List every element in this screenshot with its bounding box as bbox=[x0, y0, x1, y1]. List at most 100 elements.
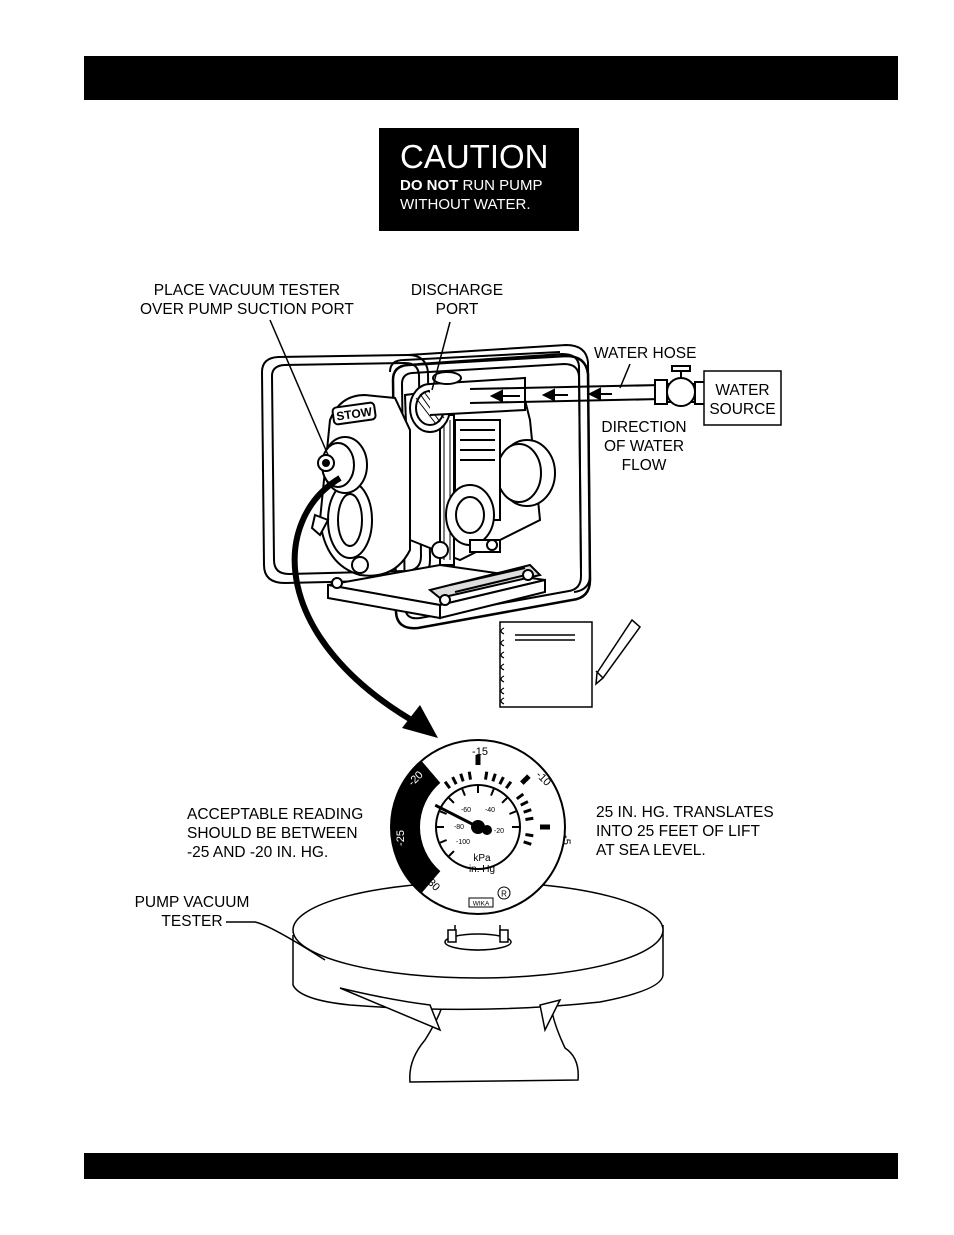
gauge-hub bbox=[471, 820, 485, 834]
water-source-label: WATER SOURCE bbox=[704, 381, 781, 419]
caution-line-1-rest: RUN PUMP bbox=[458, 177, 543, 194]
pump-base bbox=[327, 563, 546, 620]
water-source-box bbox=[703, 370, 782, 426]
tester-leader bbox=[226, 921, 326, 961]
gauge-inner-tick bbox=[448, 797, 455, 804]
gauge-tick bbox=[451, 776, 458, 785]
gauge-tick bbox=[484, 771, 489, 780]
gauge-tick bbox=[443, 780, 451, 790]
gauge-maker: WIKA bbox=[473, 901, 490, 908]
gauge-tick bbox=[427, 847, 436, 854]
gauge-label--25: -25 bbox=[395, 830, 407, 846]
registered-mark bbox=[497, 886, 511, 900]
gauge-label--5: -5 bbox=[560, 835, 572, 845]
registered-letter: R bbox=[501, 890, 507, 899]
lift-label-2: INTO 25 FEET OF LIFT bbox=[596, 823, 760, 840]
water-source-label-1: WATER bbox=[715, 382, 770, 399]
gauge-tick bbox=[525, 816, 534, 821]
gauge-tick bbox=[515, 792, 525, 800]
gauge-tick bbox=[467, 771, 472, 780]
gauge-tick bbox=[427, 800, 436, 807]
caution-bold: DO NOT bbox=[400, 177, 459, 194]
gauge-inner-tick bbox=[439, 810, 447, 815]
vacuum-gauge: -15 -10 -5 -20 -25 -30 -60 -40 -80 -20 -… bbox=[390, 739, 572, 915]
tester-label-2: TESTER bbox=[161, 913, 223, 930]
lift-note-label: 25 IN. HG. TRANSLATES INTO 25 FEET OF LI… bbox=[596, 803, 774, 860]
discharge-label: DISCHARGE PORT bbox=[405, 281, 509, 319]
lift-label-3: AT SEA LEVEL. bbox=[596, 842, 706, 859]
gauge-inner-label--80: -80 bbox=[454, 824, 464, 831]
gauge-tick bbox=[424, 840, 433, 846]
discharge-label-1: DISCHARGE bbox=[410, 282, 504, 299]
flow-arrows bbox=[489, 387, 612, 403]
discharge-leader bbox=[431, 321, 451, 391]
direction-label-2: OF WATER bbox=[603, 438, 685, 455]
gauge-maker-box bbox=[468, 897, 494, 908]
gauge-inner-tick bbox=[439, 839, 447, 844]
water-hose-label: WATER HOSE bbox=[594, 345, 697, 362]
pencil-icon bbox=[595, 618, 642, 686]
gauge-needle bbox=[434, 803, 479, 829]
acceptable-reading-label: ACCEPTABLE READING SHOULD BE BETWEEN -25… bbox=[187, 805, 363, 862]
gauge-tick bbox=[459, 773, 465, 782]
direction-label-3: FLOW bbox=[621, 457, 667, 474]
gauge-tick bbox=[425, 869, 436, 880]
gauge-tick bbox=[498, 776, 505, 785]
gauge-tick bbox=[424, 808, 433, 814]
curved-arrow-head bbox=[402, 705, 438, 738]
vacuum-tester-label: PLACE VACUUM TESTER OVER PUMP SUCTION PO… bbox=[140, 281, 354, 319]
gauge-label--15: -15 bbox=[472, 746, 488, 758]
direction-label: DIRECTION OF WATER FLOW bbox=[592, 418, 696, 475]
vacuum-tester-label-1: PLACE VACUUM TESTER bbox=[153, 282, 341, 299]
gauge-neck bbox=[444, 925, 512, 951]
gauge-tick bbox=[422, 833, 431, 838]
pump-vacuum-tester-label: PUMP VACUUM TESTER bbox=[128, 893, 256, 931]
gauge-tick bbox=[523, 840, 532, 846]
water-hose bbox=[469, 365, 706, 407]
vacuum-tester-leader bbox=[269, 319, 329, 456]
pump-brand-label: STOW bbox=[335, 404, 373, 423]
water-source-label-2: SOURCE bbox=[709, 401, 776, 418]
discharge-label-2: PORT bbox=[435, 301, 479, 318]
caution-line-1: DO NOT RUN PUMP bbox=[400, 176, 579, 195]
vacuum-tester-label-2: OVER PUMP SUCTION PORT bbox=[140, 301, 354, 318]
gauge-tick bbox=[431, 792, 441, 800]
gauge-tick bbox=[422, 816, 431, 821]
gauge-inner-tick bbox=[509, 810, 517, 815]
gauge-inner-tick bbox=[461, 788, 466, 796]
gauge-inner-label--60: -60 bbox=[461, 807, 471, 814]
gauge-tick bbox=[520, 774, 531, 785]
gauge-hub-bump bbox=[482, 825, 492, 835]
gauge-tick bbox=[425, 774, 436, 785]
direction-label-1: DIRECTION bbox=[601, 419, 687, 436]
acceptable-label-2: SHOULD BE BETWEEN bbox=[187, 825, 358, 842]
gauge-inner-label--40: -40 bbox=[485, 807, 495, 814]
caution-title: CAUTION bbox=[400, 138, 549, 175]
caution-line-2: WITHOUT WATER. bbox=[400, 196, 531, 213]
gauge-inner-tick bbox=[501, 797, 508, 804]
footer-bar bbox=[84, 1153, 898, 1179]
gauge-inner-tick bbox=[448, 850, 455, 857]
gauge-tick bbox=[523, 808, 532, 814]
lift-label-1: 25 IN. HG. TRANSLATES bbox=[596, 804, 774, 821]
discharge-port bbox=[409, 371, 526, 433]
gauge-inner-tick bbox=[490, 788, 495, 796]
gauge-unit-kpa: kPa bbox=[473, 853, 491, 864]
notebook-icon bbox=[499, 621, 593, 708]
acceptable-label-3: -25 AND -20 IN. HG. bbox=[187, 844, 329, 861]
header-bar bbox=[84, 56, 898, 100]
tester-label-1: PUMP VACUUM bbox=[134, 894, 250, 911]
gauge-unit-inhg: in. Hg bbox=[469, 864, 495, 875]
gauge-tick bbox=[505, 780, 513, 790]
gauge-inner-label--20: -20 bbox=[494, 828, 504, 835]
water-hose-leader bbox=[619, 363, 631, 389]
gauge-tick bbox=[431, 854, 441, 862]
curved-arrow bbox=[291, 475, 422, 728]
gauge-tick bbox=[525, 833, 534, 838]
acceptable-label-1: ACCEPTABLE READING bbox=[187, 806, 364, 823]
gauge-tick bbox=[520, 800, 529, 807]
gauge-inner-label--100: -100 bbox=[456, 839, 470, 846]
gauge-tick bbox=[491, 773, 497, 782]
caution-box: CAUTION DO NOT RUN PUMP WITHOUT WATER. bbox=[379, 128, 579, 231]
